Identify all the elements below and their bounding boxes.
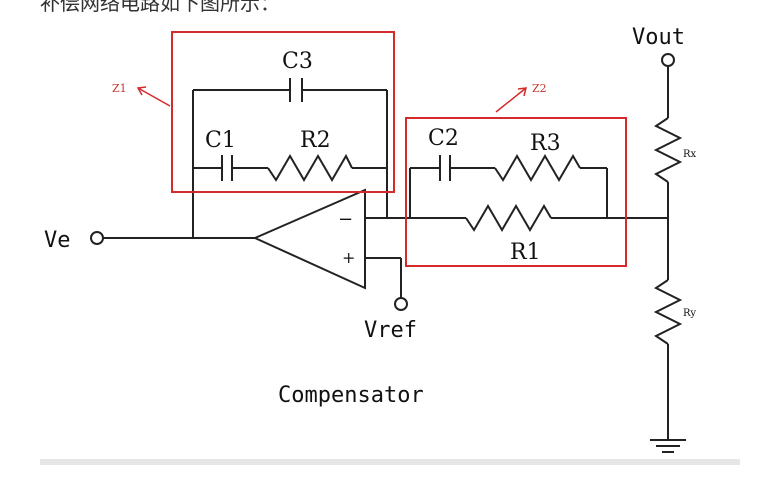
r2-resistor bbox=[267, 153, 353, 182]
r3-label: R3 bbox=[530, 131, 561, 156]
z1-label: Z1 bbox=[112, 82, 127, 95]
z2-arrowhead bbox=[517, 87, 527, 97]
rx-label: Rx bbox=[683, 149, 697, 160]
ve-label: Ve bbox=[44, 228, 71, 253]
vref-terminal bbox=[394, 297, 408, 311]
z2-box bbox=[405, 117, 627, 267]
vout-terminal bbox=[661, 53, 675, 67]
vout-label: Vout bbox=[632, 25, 685, 50]
vref-label: Vref bbox=[364, 318, 417, 343]
z1-arrow bbox=[137, 87, 171, 107]
figure-caption: Compensator bbox=[278, 383, 424, 408]
caption-top-text: 补偿网络电路如下图所示： bbox=[40, 0, 280, 15]
z1-box bbox=[171, 31, 395, 193]
z2-arrow bbox=[495, 87, 527, 113]
ry-resistor bbox=[653, 279, 683, 345]
c1-label: C1 bbox=[205, 128, 236, 153]
r2-label: R2 bbox=[300, 128, 331, 153]
c3-label: C3 bbox=[282, 49, 313, 74]
op-amp-plus: + bbox=[342, 248, 355, 267]
z2-label: Z2 bbox=[532, 82, 547, 95]
op-amp bbox=[252, 188, 366, 290]
rx-resistor bbox=[653, 117, 683, 183]
r3-resistor bbox=[494, 154, 581, 182]
ry-label: Ry bbox=[683, 308, 696, 319]
ve-terminal bbox=[90, 231, 104, 245]
c2-label: C2 bbox=[428, 126, 459, 151]
r1-label: R1 bbox=[510, 240, 541, 265]
z1-arrowhead bbox=[136, 86, 147, 96]
r1-resistor bbox=[465, 204, 552, 232]
op-amp-minus: − bbox=[338, 209, 353, 230]
